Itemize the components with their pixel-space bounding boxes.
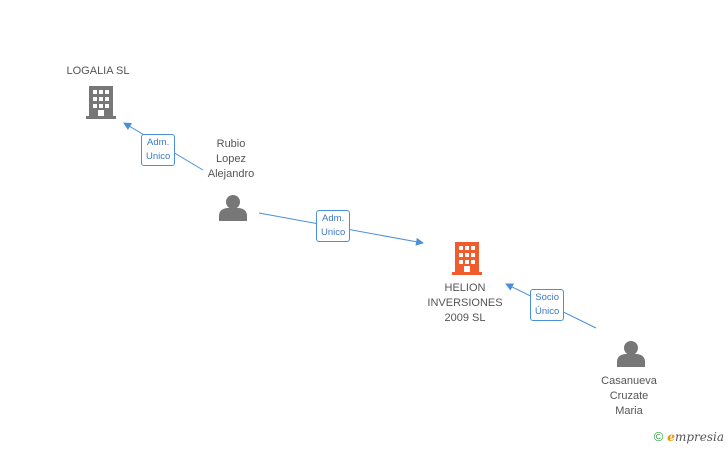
- company-name-line: HELION: [444, 282, 486, 294]
- edge-label-casanueva-helion: Socio Único: [530, 289, 565, 321]
- company-name: LOGALIA SL: [66, 65, 130, 77]
- company-name-line: INVERSIONES: [427, 297, 503, 309]
- brand-name: empresia: [667, 430, 724, 444]
- person-icon[interactable]: [617, 341, 645, 367]
- building-icon[interactable]: [452, 242, 482, 275]
- role-line: Unico: [146, 151, 171, 162]
- role-line: Unico: [321, 227, 346, 238]
- role-line: Adm.: [322, 213, 345, 224]
- node-label-casanueva[interactable]: Casanueva Cruzate Maria: [586, 374, 672, 419]
- person-name-line: Maria: [615, 405, 643, 417]
- person-name-line: Alejandro: [207, 168, 255, 180]
- edge-label-rubio-helion: Adm. Unico: [316, 210, 351, 242]
- person-icon[interactable]: [219, 195, 247, 221]
- role-line: Socio: [535, 292, 560, 303]
- node-label-logalia[interactable]: LOGALIA SL: [55, 64, 141, 79]
- person-name-line: Rubio: [216, 138, 246, 150]
- person-name-line: Lopez: [216, 153, 246, 165]
- edge-label-rubio-logalia: Adm. Unico: [141, 134, 176, 166]
- building-icon[interactable]: [86, 86, 116, 119]
- brand-name-rest: mpresia: [674, 429, 724, 444]
- brand-logo: © empresia: [654, 429, 724, 444]
- role-line: Único: [535, 306, 560, 317]
- node-label-rubio[interactable]: Rubio Lopez Alejandro: [188, 137, 274, 182]
- node-label-helion[interactable]: HELION INVERSIONES 2009 SL: [415, 281, 515, 326]
- person-name-line: Casanueva: [601, 375, 657, 387]
- brand-initial: e: [667, 429, 675, 444]
- copyright-icon: ©: [653, 429, 664, 444]
- role-line: Adm.: [147, 137, 170, 148]
- person-name-line: Cruzate: [609, 390, 649, 402]
- company-name-line: 2009 SL: [444, 312, 486, 324]
